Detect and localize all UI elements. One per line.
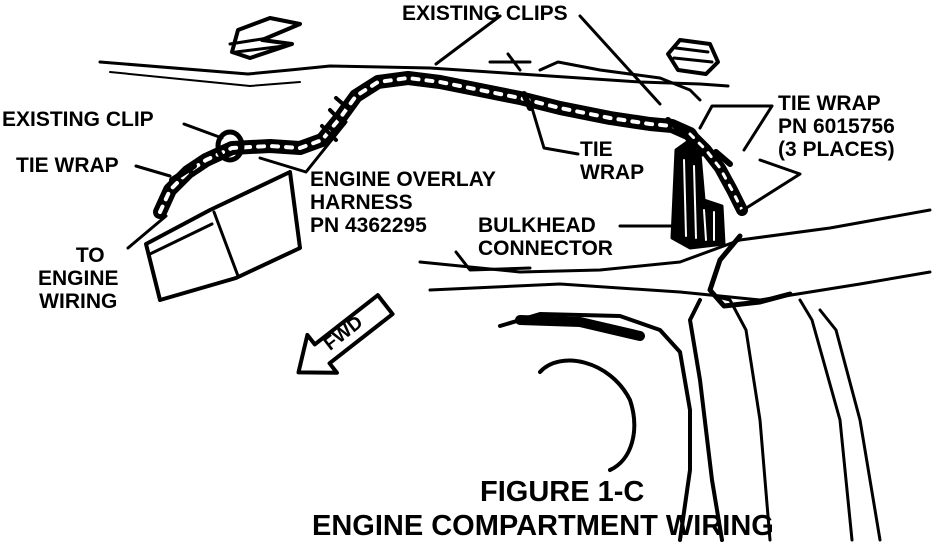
existing-clip-ring xyxy=(215,129,245,163)
wheel-arch xyxy=(498,312,692,542)
leader-tie-wrap-center xyxy=(530,106,580,156)
upper-rail xyxy=(98,60,730,88)
latch-bracket xyxy=(666,38,720,76)
figure-number: FIGURE 1-C xyxy=(480,476,645,508)
label-tie-wrap-right: TIE WRAP xyxy=(778,92,881,115)
label-bulkhead-connector: BULKHEAD CONNECTOR xyxy=(478,214,613,260)
label-wiring: WIRING xyxy=(39,290,118,313)
leader-tie-wrap-left xyxy=(134,164,172,178)
leader-to-engine-wiring xyxy=(126,214,168,250)
label-wrap: WRAP xyxy=(580,161,645,184)
label-pn-6015756: PN 6015756 xyxy=(778,115,895,138)
leader-existing-clip xyxy=(182,122,224,140)
label-existing-clips: EXISTING CLIPS xyxy=(402,2,568,25)
leader-overlay-harness xyxy=(258,120,348,174)
label-overlay-line1: ENGINE OVERLAY xyxy=(310,168,496,191)
fender-line xyxy=(418,208,932,274)
label-overlay-line2: HARNESS xyxy=(310,191,413,214)
label-to-engine-wiring: TO ENGINE WIRING xyxy=(38,244,119,313)
label-tie: TIE xyxy=(580,138,613,161)
figure-title: ENGINE COMPARTMENT WIRING xyxy=(312,510,774,542)
tie-wrap-center xyxy=(521,91,533,111)
label-overlay-line3: PN 4362295 xyxy=(310,214,427,237)
leader-tie-wrap-right xyxy=(698,104,774,152)
leader-existing-clips xyxy=(434,14,662,106)
label-tie-wrap-left: TIE WRAP xyxy=(16,154,119,177)
tie-wrap-left xyxy=(169,163,197,183)
label-tie-wrap-center: TIE WRAP xyxy=(580,138,644,184)
tie-wrap-right xyxy=(713,149,733,167)
label-engine-overlay-harness: ENGINE OVERLAY HARNESS PN 4362295 xyxy=(310,168,496,237)
engine-block xyxy=(144,170,302,302)
label-connector: CONNECTOR xyxy=(478,237,613,260)
fwd-arrow xyxy=(296,293,395,375)
label-engine: ENGINE xyxy=(38,267,119,290)
label-existing-clip: EXISTING CLIP xyxy=(2,108,154,131)
label-tie-wrap-pn: TIE WRAP PN 6015756 (3 PLACES) xyxy=(778,92,895,161)
label-3-places: (3 PLACES) xyxy=(778,138,895,161)
label-bulkhead: BULKHEAD xyxy=(478,214,596,237)
label-to: TO xyxy=(75,244,105,267)
